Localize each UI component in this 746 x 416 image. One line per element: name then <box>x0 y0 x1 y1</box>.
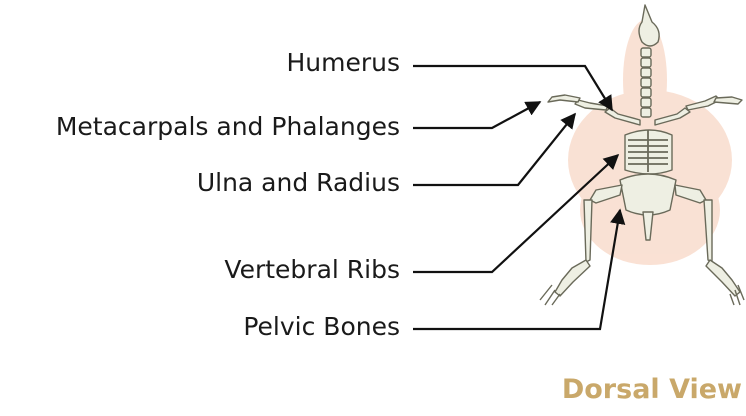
label-vertebral-ribs: Vertebral Ribs <box>224 257 400 282</box>
label-humerus: Humerus <box>286 50 400 75</box>
leader-metacarpals <box>413 102 540 128</box>
label-metacarpals-phalanges: Metacarpals and Phalanges <box>56 114 400 139</box>
leader-ulna <box>413 114 575 185</box>
label-ulna-radius: Ulna and Radius <box>197 170 400 195</box>
label-pelvic-bones: Pelvic Bones <box>243 314 400 339</box>
view-title: Dorsal View <box>562 376 742 403</box>
neck-vertebrae <box>641 48 651 117</box>
